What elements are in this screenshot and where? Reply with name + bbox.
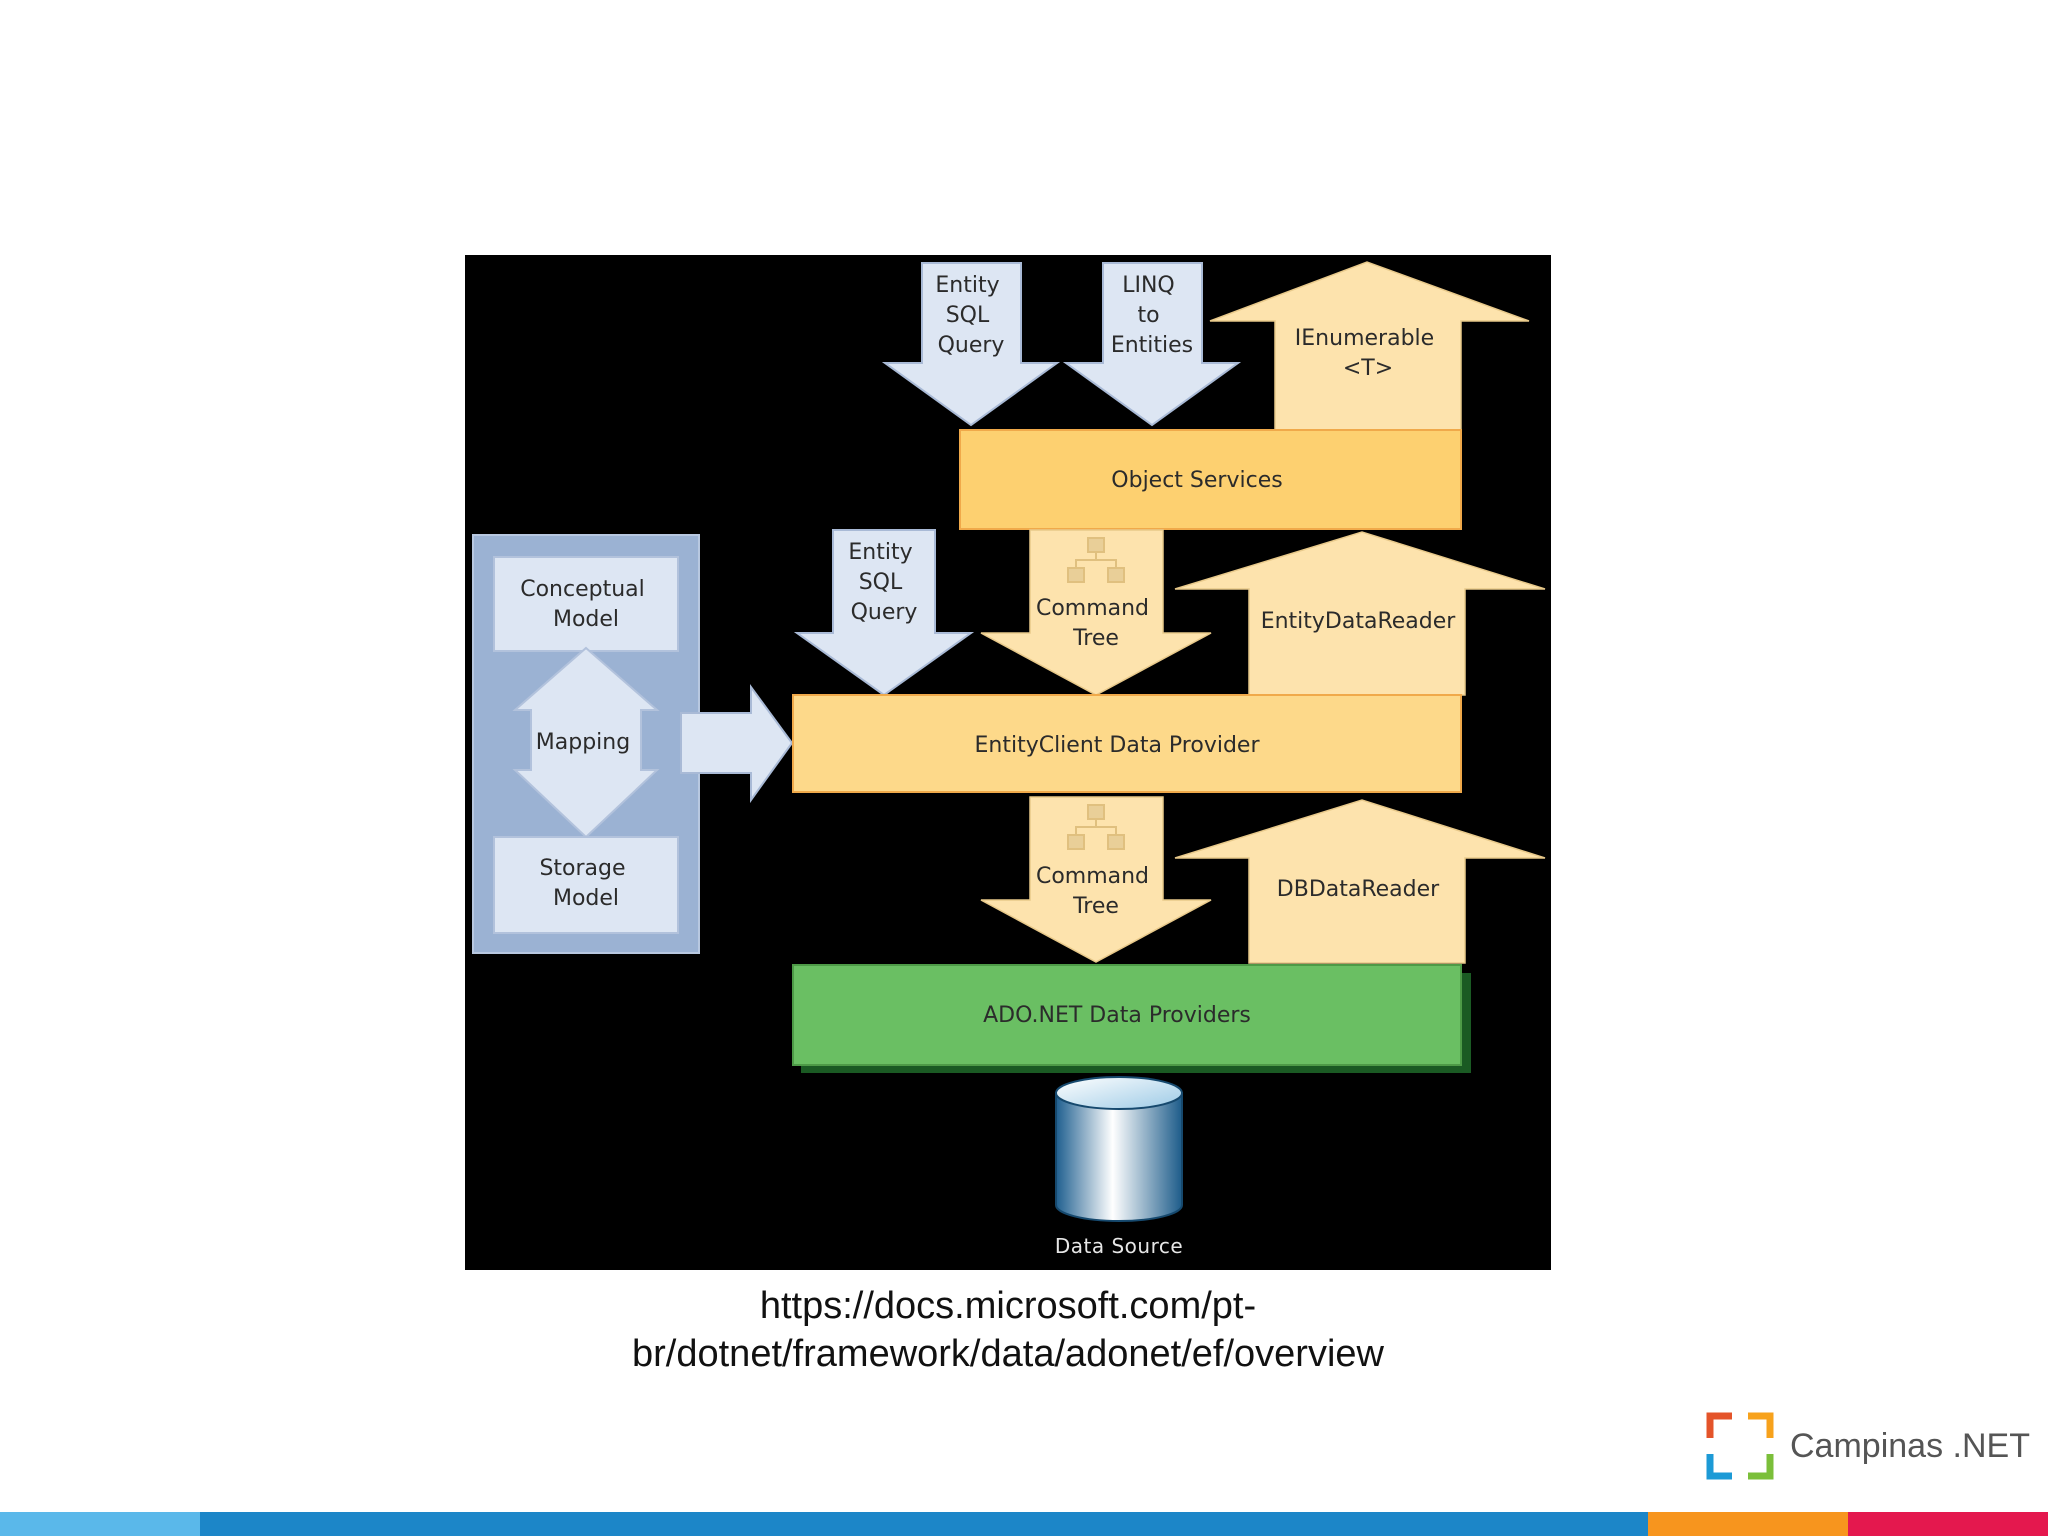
- caption-line-1: https://docs.microsoft.com/pt-: [759, 1285, 1257, 1327]
- entity-sql-query-mid-arrow: [793, 529, 975, 697]
- bar-segment-blue: [200, 1512, 1648, 1536]
- brand-name: Campinas .NET: [1790, 1426, 2030, 1465]
- entity-data-reader-label: EntityDataReader: [1261, 609, 1457, 634]
- entity-data-reader-arrow: [1174, 531, 1546, 696]
- storage-model-line2: Model: [553, 886, 619, 911]
- svg-text:Storage Model: Storage Model: [539, 856, 632, 911]
- linq-to-entities-arrow: [1062, 262, 1242, 427]
- db-data-reader-label: DBDataReader: [1277, 877, 1440, 902]
- storage-model-box: [493, 836, 679, 934]
- svg-text:Entity SQL Que: Entity SQL Query: [935, 273, 1006, 358]
- object-services-label: Object Services: [1111, 468, 1282, 493]
- svg-text:Entity SQL Que: Entity SQL Query: [848, 540, 919, 625]
- entity-sql-query-top-arrow: [881, 262, 1061, 427]
- campinas-logo-icon: [1706, 1412, 1774, 1480]
- database-cylinder-icon: [1055, 1076, 1183, 1222]
- diagram-svg: Entity SQL Query LINQ to Entities IEnume…: [472, 261, 1546, 1258]
- entity-sql-query-mid-line2: SQL: [859, 570, 903, 595]
- bar-segment-orange: [1648, 1512, 1848, 1536]
- db-data-reader-arrow: [1174, 799, 1546, 964]
- linq-line2: to: [1137, 303, 1159, 328]
- adonet-providers-box: [792, 964, 1462, 1066]
- bar-segment-light-blue: [0, 1512, 200, 1536]
- svg-text:Command Tree: Command Tree: [1036, 596, 1156, 651]
- bottom-color-bar: [0, 1512, 2048, 1536]
- entity-sql-query-top-line1: Entity: [935, 273, 999, 298]
- linq-line3: Entities: [1111, 333, 1193, 358]
- entityclient-provider-box: [792, 694, 1462, 793]
- brand-logo-block: Campinas .NET: [1704, 1408, 2030, 1484]
- linq-line1: LINQ: [1122, 273, 1175, 298]
- command-tree-1-icon: [1067, 537, 1125, 583]
- entityclient-provider-label: EntityClient Data Provider: [974, 733, 1260, 758]
- entity-sql-query-top-line3: Query: [938, 333, 1005, 358]
- ienumerable-line1: IEnumerable: [1295, 326, 1434, 351]
- mapping-label: Mapping: [536, 730, 630, 755]
- source-caption: https://docs.microsoft.com/pt- br/dotnet…: [465, 1282, 1551, 1378]
- object-services-box: [959, 429, 1462, 530]
- conceptual-model-line1: Conceptual: [520, 577, 645, 602]
- command-tree-2-arrow: [980, 796, 1212, 963]
- command-tree-1-arrow: [980, 529, 1212, 696]
- command-tree-2-line2: Tree: [1072, 894, 1119, 919]
- svg-text:Conceptual Model: Conceptual Model: [520, 577, 652, 632]
- command-tree-1-line1: Command: [1036, 596, 1149, 621]
- caption-line-2: br/dotnet/framework/data/adonet/ef/overv…: [632, 1333, 1384, 1375]
- adonet-providers-label: ADO.NET Data Providers: [983, 1003, 1251, 1028]
- entity-sql-query-top-line2: SQL: [946, 303, 990, 328]
- entity-sql-query-mid-line1: Entity: [848, 540, 912, 565]
- svg-text:LINQ to Entiti: LINQ to Entities: [1111, 273, 1193, 358]
- ienumerable-arrow: [1209, 261, 1530, 431]
- mapping-right-arrow: [680, 683, 794, 804]
- svg-text:IEnumerable <T>: IEnumerable <T>: [1295, 326, 1441, 381]
- data-source-label: Data Source: [1055, 1234, 1183, 1258]
- storage-model-line1: Storage: [539, 856, 625, 881]
- command-tree-2-icon: [1067, 804, 1125, 850]
- svg-text:Command Tree: Command Tree: [1036, 864, 1156, 919]
- conceptual-model-box: [493, 556, 679, 652]
- architecture-diagram: Entity SQL Query LINQ to Entities IEnume…: [465, 255, 1551, 1270]
- ienumerable-line2: <T>: [1343, 356, 1393, 381]
- command-tree-2-line1: Command: [1036, 864, 1149, 889]
- bar-segment-red: [1848, 1512, 2048, 1536]
- entity-sql-query-mid-line3: Query: [851, 600, 918, 625]
- conceptual-model-line2: Model: [553, 607, 619, 632]
- command-tree-1-line2: Tree: [1072, 626, 1119, 651]
